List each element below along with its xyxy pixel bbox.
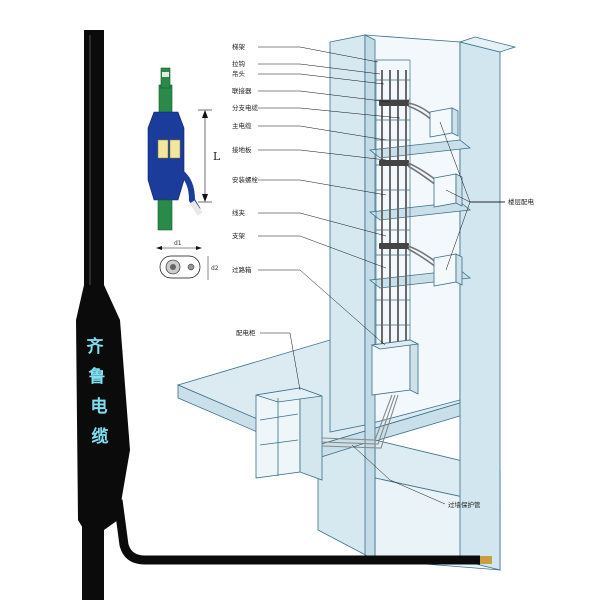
callout-main-cable: 主电缆 — [232, 121, 252, 130]
cable-upper — [84, 30, 104, 290]
callout-connector: 联接器 — [232, 86, 252, 95]
cable-lower — [82, 520, 104, 600]
floor-box-2 — [433, 173, 457, 208]
shaft-right-column — [459, 41, 501, 571]
callout-distribution-cabinet: 配电柜 — [236, 328, 256, 337]
brand-char-1: 齐 — [87, 336, 105, 357]
building-shaft — [176, 34, 517, 571]
cable-branch — [113, 499, 480, 565]
callout-leaders — [258, 46, 505, 505]
floor-box-1 — [429, 107, 453, 138]
floor-box-1-side — [451, 107, 459, 137]
pass-box-drawing — [370, 339, 420, 396]
callout-conduit: 过墙保护管 — [448, 500, 481, 509]
callout-ground-plate: 接地板 — [232, 145, 252, 154]
cable-conductor-tip — [480, 556, 492, 564]
joint-connector-core — [157, 139, 169, 159]
brand-char-4: 缆 — [92, 426, 109, 447]
branch-joints — [379, 100, 409, 249]
callout-ladder-rack: 梯架 — [232, 42, 246, 51]
floor-slab-2 — [368, 201, 472, 221]
brand-char-2: 鲁 — [89, 366, 106, 387]
dim-d1-label: d1 — [174, 240, 182, 247]
joint-row-3 — [379, 243, 409, 249]
dim-length-label: L — [213, 150, 221, 163]
molded-joint — [76, 285, 130, 540]
callout-bracket: 支架 — [232, 231, 246, 240]
distribution-cabinet-drawing — [255, 387, 323, 481]
callout-clamp: 拉钩 — [232, 59, 246, 68]
floor-boxes — [429, 107, 463, 287]
shaft-left-wall — [329, 34, 366, 433]
black-cable: 齐 鲁 电 缆 — [76, 30, 492, 600]
conduit-lines — [321, 394, 399, 449]
main-cables — [381, 70, 407, 345]
brand-char-3: 电 — [91, 396, 108, 417]
shaft-front-edge — [364, 34, 376, 561]
floor-box-3-side — [455, 253, 463, 286]
callout-pass-box: 过路箱 — [232, 265, 252, 274]
floor-box-3 — [433, 253, 457, 287]
shaft-right-column-top — [458, 36, 517, 53]
callout-hanger-head: 吊头 — [232, 69, 246, 78]
dim-d2-label: d2 — [211, 265, 219, 272]
joint-detail: L d1 d2 — [147, 67, 221, 280]
callout-cable-clip: 线夹 — [232, 208, 246, 217]
joint-row-1 — [379, 100, 409, 106]
callout-mount-bolt: 安装螺栓 — [232, 175, 259, 184]
callout-texts: 梯架 拉钩 吊头 联接器 分支电缆 主电缆 接地板 安装螺栓 线夹 支架 过路箱… — [232, 42, 535, 509]
callout-floor-distribution: 楼层配电 — [508, 197, 535, 206]
joint-row-2 — [379, 160, 409, 166]
callout-branch-cable: 分支电缆 — [232, 103, 259, 112]
floor-slab-1 — [368, 139, 472, 159]
